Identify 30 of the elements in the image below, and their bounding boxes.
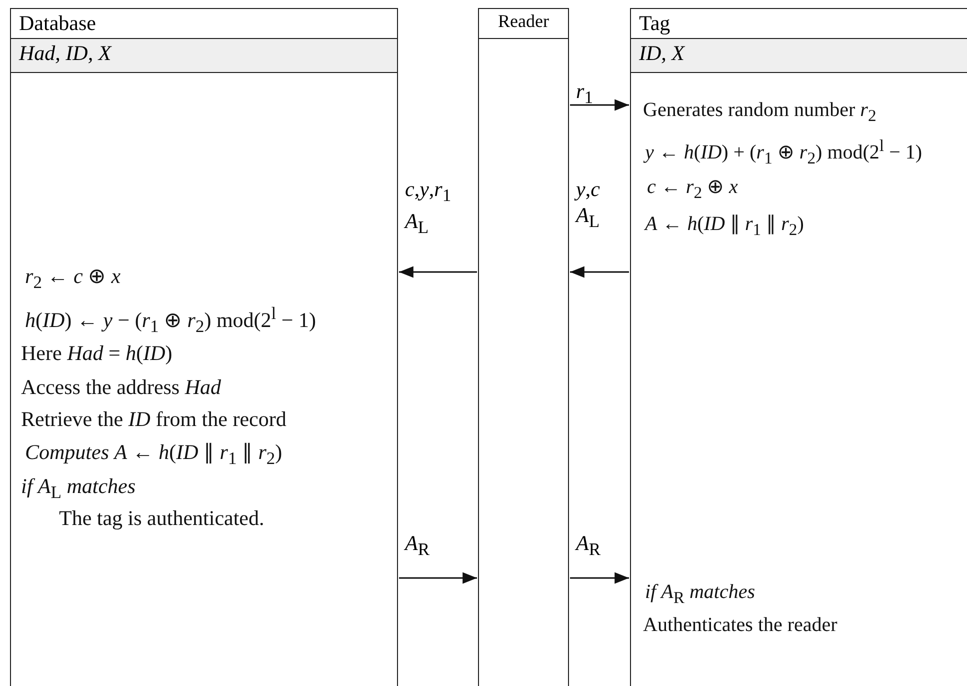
protocol-step: h(ID) ← y − (r$_{1}$ ⊕ r$_{2}$) mod(2$^{l}$ − 1) (25, 303, 316, 338)
variable-list: ID, X (639, 41, 684, 66)
lane-title: Database (19, 11, 96, 36)
protocol-step: y ← h(ID) + (r$_{1}$ ⊕ r$_{2}$) mod(2$^{l}$ − 1) (645, 136, 922, 169)
lane-title: Reader (497, 11, 550, 32)
edge-label: r$_{1}$ (576, 78, 594, 110)
lane-title: Tag (639, 11, 670, 36)
protocol-step: c ← r$_{2}$ ⊕ x (647, 174, 738, 203)
arrow (570, 99, 629, 111)
protocol-step: A ← h(ID ∥ r$_{1}$ ∥ r$_{2}$) (645, 211, 804, 240)
edge-label: A$_{R}$ (576, 530, 602, 562)
edge-label: A$_{R}$ (405, 530, 431, 562)
protocol-step: Retrieve the ID from the record (21, 407, 286, 432)
arrow (570, 266, 629, 278)
edge-label: y,c A$_{L}$ (576, 176, 601, 234)
arrow (399, 572, 477, 584)
protocol-step: Computes A ← h(ID ∥ r$_{1}$ ∥ r$_{2}$) (25, 440, 282, 470)
lane-box (478, 8, 569, 686)
protocol-step: Here Had = h(ID) (21, 341, 172, 366)
edge-label: c,y,r$_{1}$ A$_{L}$ (405, 176, 452, 240)
protocol-step: Authenticates the reader (643, 614, 838, 637)
lane-box (630, 8, 967, 686)
arrow (399, 266, 477, 278)
protocol-step: Access the address Had (21, 375, 222, 400)
lane-box (10, 8, 398, 686)
protocol-step: The tag is authenticated. (59, 506, 264, 531)
variable-list: Had, ID, X (19, 41, 112, 66)
protocol-step: Generates random number r$_{2}$ (643, 99, 876, 126)
protocol-step: r$_{2}$ ← c ⊕ x (25, 264, 121, 294)
arrow (570, 572, 629, 584)
